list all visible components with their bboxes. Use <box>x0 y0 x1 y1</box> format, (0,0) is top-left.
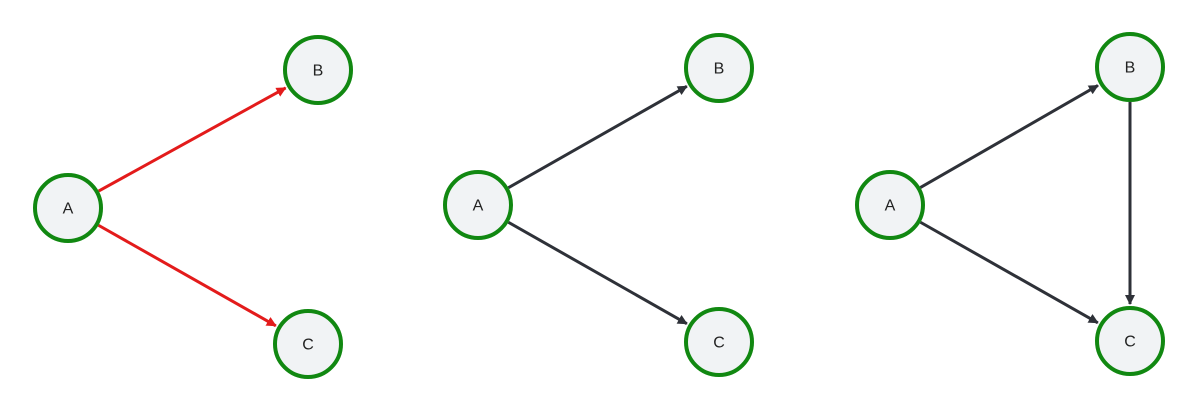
node-circle <box>273 309 343 379</box>
node-circle <box>1095 32 1165 102</box>
node-circle <box>443 170 513 240</box>
node-b: B <box>283 35 353 105</box>
edge-a-c <box>97 223 277 328</box>
node-label: A <box>885 198 896 215</box>
node-a: A <box>855 170 925 240</box>
diagrams-group: A B C A B C A B C <box>33 32 1165 379</box>
node-b: B <box>1095 32 1165 102</box>
node-circle <box>684 307 754 377</box>
node-label: A <box>63 201 74 218</box>
edge-a-c <box>919 220 1099 325</box>
node-circle <box>33 173 103 243</box>
node-label: C <box>1124 334 1136 351</box>
node-a: A <box>33 173 103 243</box>
node-label: C <box>302 337 314 354</box>
edge-a-b <box>97 86 287 193</box>
node-c: C <box>684 307 754 377</box>
edge-a-b <box>919 84 1099 189</box>
node-label: B <box>313 63 324 80</box>
node-c: C <box>273 309 343 379</box>
diagram-3: A B C <box>855 32 1165 376</box>
node-a: A <box>443 170 513 240</box>
node-circle <box>684 33 754 103</box>
node-b: B <box>684 33 754 103</box>
node-circle <box>1095 306 1165 376</box>
node-c: C <box>1095 306 1165 376</box>
node-circle <box>283 35 353 105</box>
node-circle <box>855 170 925 240</box>
node-label: A <box>473 198 484 215</box>
edge-a-b <box>507 84 688 190</box>
node-label: C <box>713 335 725 352</box>
diagram-1: A B C <box>33 35 353 379</box>
edge-a-c <box>507 220 688 326</box>
node-label: B <box>714 61 725 78</box>
node-label: B <box>1125 60 1136 77</box>
diagram-2: A B C <box>443 33 754 377</box>
